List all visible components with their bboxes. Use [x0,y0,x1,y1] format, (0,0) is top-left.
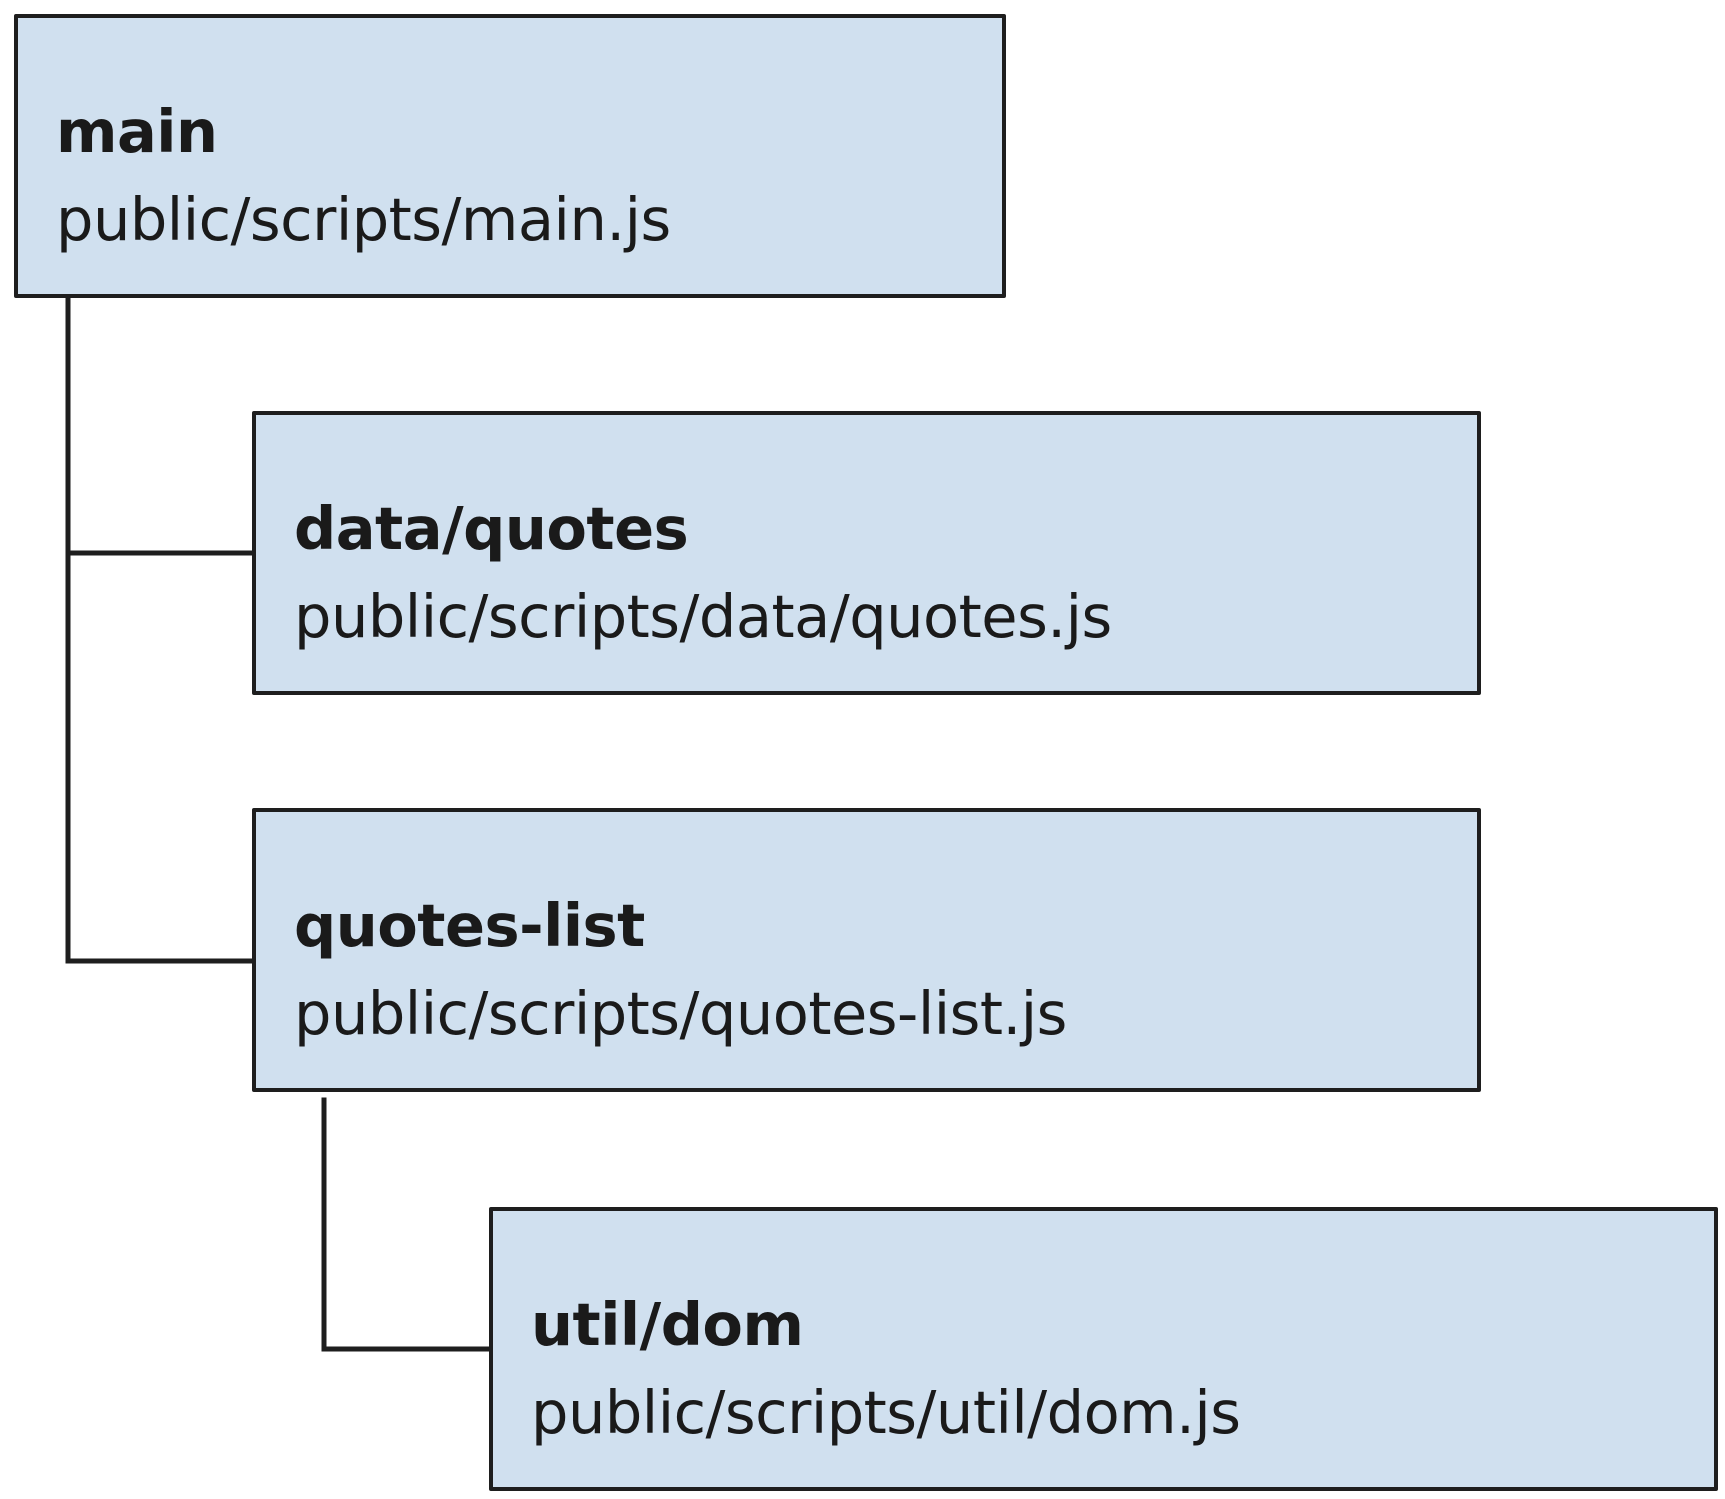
module-node-quotes-list: quotes-list public/scripts/quotes-list.j… [252,808,1481,1092]
module-path: public/scripts/data/quotes.js [294,582,1112,651]
module-name: data/quotes [294,494,689,563]
module-node-util-dom: util/dom public/scripts/util/dom.js [489,1207,1718,1491]
module-name: util/dom [531,1290,804,1359]
module-path: public/scripts/util/dom.js [531,1378,1241,1447]
module-path: public/scripts/main.js [56,185,671,254]
module-node-data-quotes: data/quotes public/scripts/data/quotes.j… [252,411,1481,695]
module-node-main: main public/scripts/main.js [14,14,1006,298]
module-name: main [56,97,218,166]
connector-quotes-list-to-util-dom [321,1097,492,1352]
module-path: public/scripts/quotes-list.js [294,979,1067,1048]
module-name: quotes-list [294,891,645,960]
connector-main-to-data-quotes [65,295,255,556]
connector-main-to-quotes-list [65,550,255,964]
